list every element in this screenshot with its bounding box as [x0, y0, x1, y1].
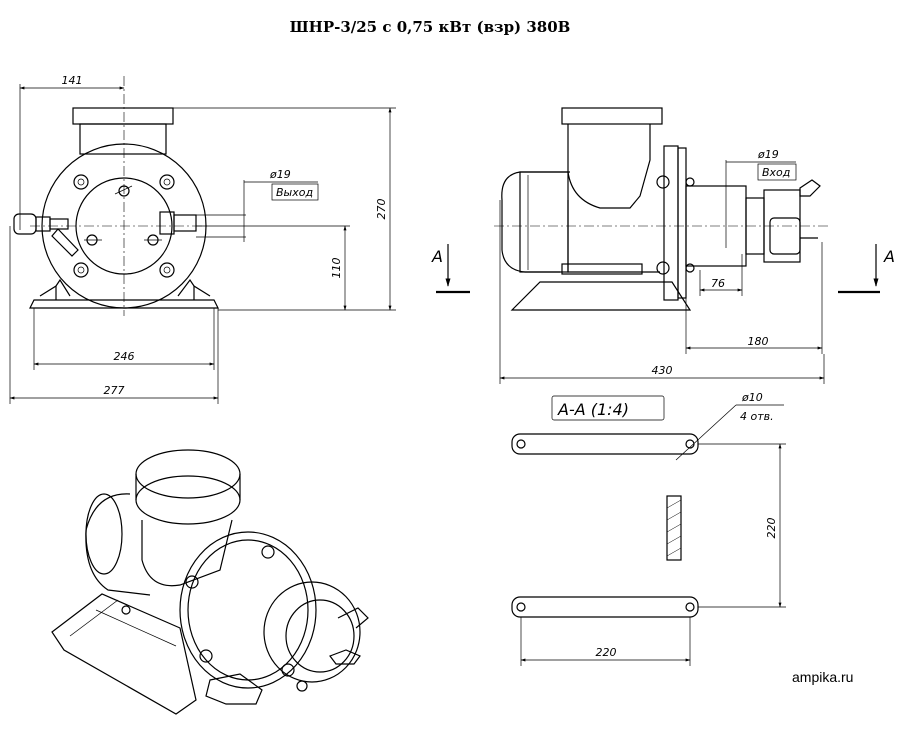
section-title: А-А (1:4): [557, 400, 629, 419]
site-watermark: ampika.ru: [792, 669, 853, 685]
section-mark-left: A: [431, 247, 443, 266]
outlet-diameter: ø19: [269, 168, 291, 181]
flange-bolts: [73, 174, 175, 278]
hole-diameter: ø10: [741, 391, 763, 404]
dim-220-vertical: 220: [765, 518, 778, 539]
dim-246: 246: [114, 350, 135, 363]
inlet-label: Вход: [762, 166, 790, 179]
dim-270: 270: [375, 199, 388, 220]
inlet-diameter: ø19: [757, 148, 779, 161]
front-view: 141 270 110 ø19 Выход 246 277: [9, 74, 396, 404]
hole-count: 4 отв.: [740, 410, 774, 423]
section-view: А-А (1:4) ø10 4 отв. 220 220: [511, 391, 786, 666]
drawing-title: ШНР-3/25 с 0,75 кВт (взр) 380В: [290, 18, 571, 36]
section-mark-right: A: [883, 247, 895, 266]
side-view: ø19 Вход 76 180 430 A A: [431, 107, 895, 384]
dim-141: 141: [62, 74, 83, 87]
isometric-view: [51, 449, 369, 715]
outlet-label: Выход: [276, 186, 313, 199]
dim-76: 76: [711, 277, 725, 290]
dim-110: 110: [330, 258, 343, 279]
dim-430: 430: [652, 364, 673, 377]
dim-180: 180: [748, 335, 769, 348]
dim-277: 277: [104, 384, 125, 397]
dim-220-horizontal: 220: [596, 646, 617, 659]
